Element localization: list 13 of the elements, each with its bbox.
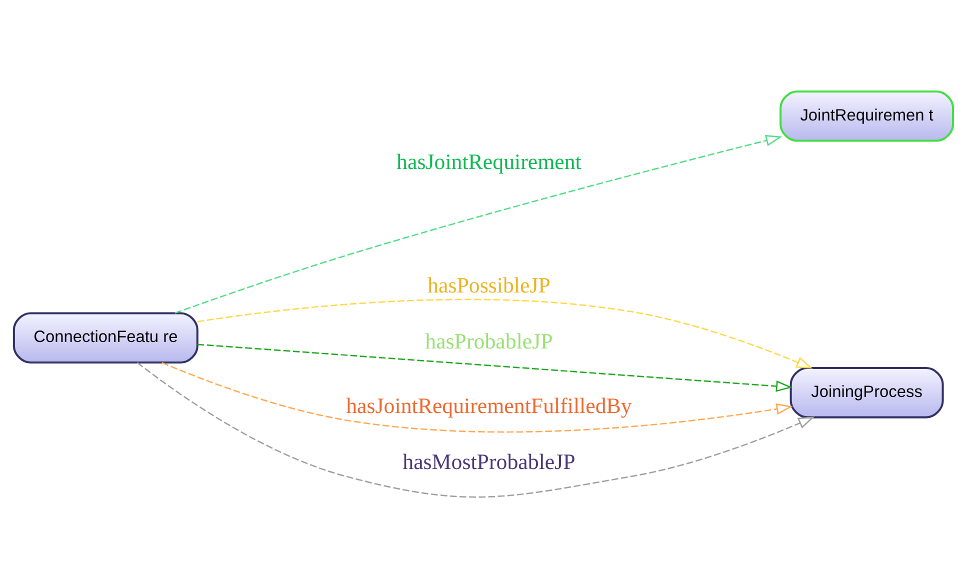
edge-label: hasJointRequirement — [396, 148, 582, 174]
arrow — [197, 298, 813, 368]
edge-label: hasJointRequirementFulfilledBy — [346, 392, 632, 418]
edge-label: hasPossibleJP — [428, 272, 550, 297]
edge-label: hasMostProbableJP — [402, 448, 576, 474]
node-box: ConnectionFeatu re — [12, 312, 198, 364]
arrow — [174, 134, 782, 314]
arrow — [162, 362, 793, 432]
node-box: JoiningProcess — [790, 366, 944, 418]
edge-label: hasProbableJP — [425, 328, 553, 354]
arrow — [136, 362, 815, 498]
node-box: JointRequiremen t — [780, 90, 954, 142]
arrow — [197, 343, 792, 392]
